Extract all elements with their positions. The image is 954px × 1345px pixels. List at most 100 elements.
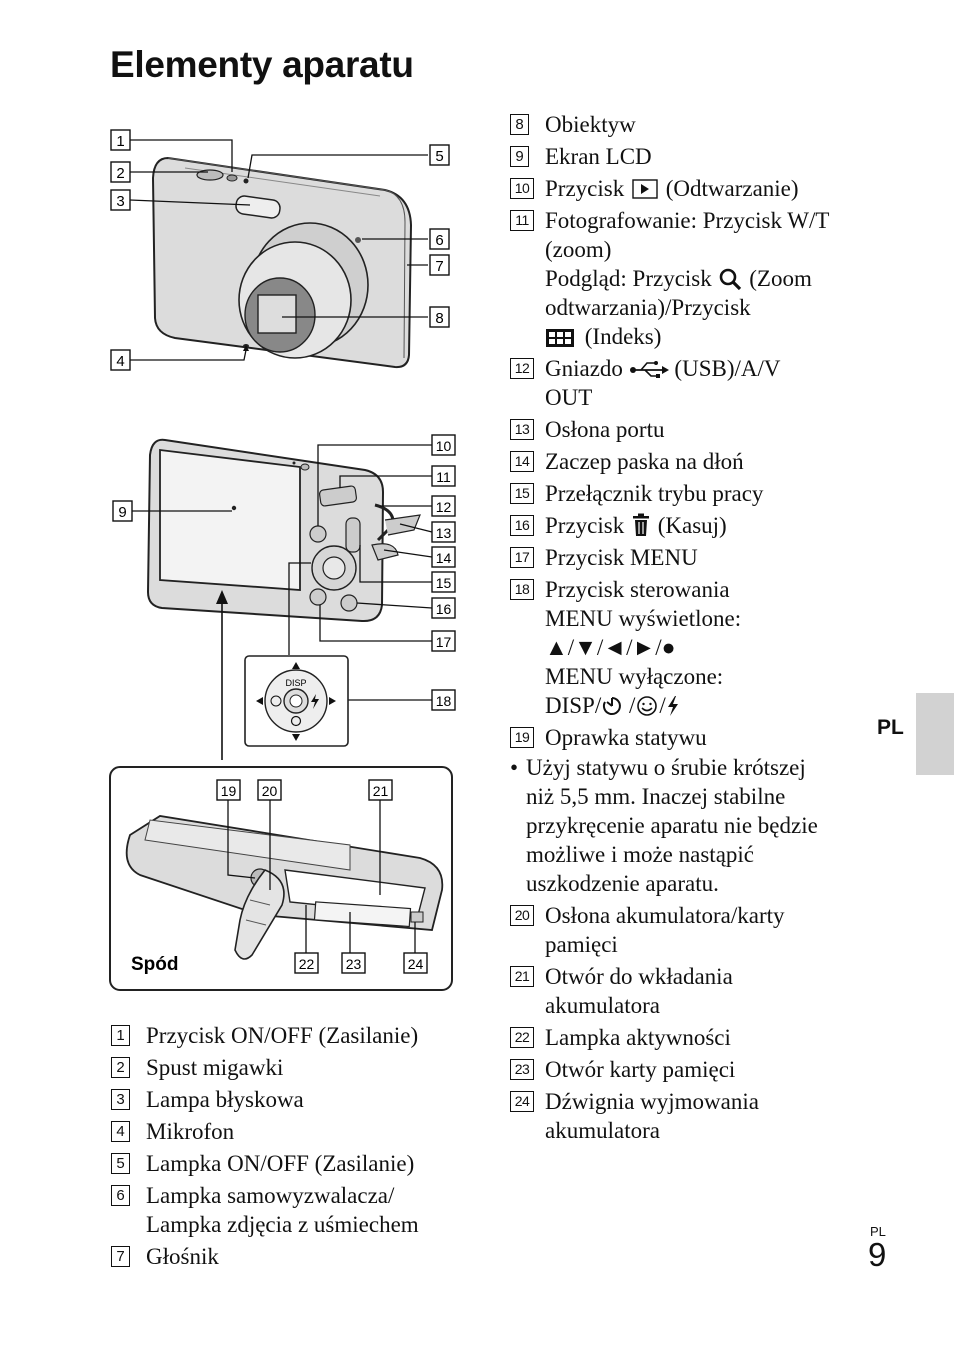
callout-8: 8: [429, 306, 450, 328]
list-item: 6 Lampka samowyzwalacza/ Lampka zdjęcia …: [111, 1181, 461, 1239]
page-title: Elementy aparatu: [110, 44, 414, 85]
list-item: 20 Osłona akumulatora/karty pamięci: [510, 901, 870, 959]
item-number: 13: [510, 419, 534, 440]
list-item: 10 Przycisk (Odtwarzanie): [510, 174, 870, 203]
svg-text:8: 8: [435, 310, 443, 327]
svg-text:23: 23: [346, 956, 362, 972]
item-number: 19: [510, 727, 534, 748]
bullet: •: [510, 755, 519, 780]
item-text: Lampka ON/OFF (Zasilanie): [146, 1151, 415, 1176]
svg-text:2: 2: [116, 165, 124, 182]
item-number: 18: [510, 579, 534, 600]
callout-3: 3: [110, 189, 131, 211]
item-text: Otwór do wkładania: [545, 964, 733, 989]
callout-2: 2: [110, 161, 131, 183]
item-text: ▲/▼/◄/►/●: [545, 635, 676, 660]
page-language: PL: [870, 1224, 886, 1239]
callout-22: 22: [294, 952, 319, 974]
tripod-note: • Użyj statywu o śrubie krótszej niż 5,5…: [510, 753, 870, 898]
page-number: 9: [868, 1236, 887, 1273]
item-number: 7: [111, 1246, 130, 1267]
item-text: Osłona akumulatora/karty: [545, 903, 785, 928]
note-text: niż 5,5 mm. Inaczej stabilne: [526, 784, 786, 809]
list-item: 21 Otwór do wkładania akumulatora: [510, 962, 870, 1020]
item-text: MENU wyświetlone:: [545, 606, 742, 631]
svg-text:DISP: DISP: [285, 678, 306, 688]
callout-12: 12: [431, 495, 456, 517]
callout-21: 21: [368, 779, 393, 801]
item-text: Lampa błyskowa: [146, 1087, 304, 1112]
item-text: Przycisk sterowania: [545, 577, 730, 602]
list-item: 11 Fotografowanie: Przycisk W/T (zoom) P…: [510, 206, 870, 351]
item-text: Podgląd: Przycisk: [545, 266, 712, 291]
callout-24: 24: [403, 952, 428, 974]
callout-13: 13: [431, 521, 456, 543]
smile-icon: [637, 696, 658, 716]
svg-text:20: 20: [262, 783, 278, 799]
list-item: 19 Oprawka statywu: [510, 723, 870, 752]
flash-icon: [667, 696, 678, 716]
self-timer-icon: [603, 697, 622, 715]
callout-14: 14: [431, 546, 456, 568]
callout-1: 1: [110, 129, 131, 151]
item-number: 11: [510, 210, 534, 231]
item-number: 10: [510, 178, 534, 199]
callout-10: 10: [431, 434, 456, 456]
svg-text:9: 9: [118, 504, 126, 521]
svg-text:22: 22: [299, 956, 315, 972]
item-text: Dźwignia wyjmowania: [545, 1089, 759, 1114]
svg-text:15: 15: [436, 575, 452, 591]
item-text: (Kasuj): [657, 513, 727, 538]
callout-16: 16: [431, 597, 456, 619]
item-text: Przycisk: [545, 176, 625, 201]
item-number: 3: [111, 1089, 130, 1110]
list-item: 24 Dźwignia wyjmowania akumulatora: [510, 1087, 870, 1145]
item-text: pamięci: [545, 932, 618, 957]
svg-text:10: 10: [436, 438, 452, 454]
svg-text:11: 11: [436, 469, 451, 485]
usb-icon: [629, 361, 669, 378]
item-number: 17: [510, 547, 534, 568]
item-number: 23: [510, 1059, 534, 1080]
item-number: 8: [510, 114, 529, 135]
item-number: 9: [510, 146, 529, 167]
item-text: Zaczep paska na dłoń: [545, 449, 744, 474]
callout-23: 23: [341, 952, 366, 974]
item-text: akumulatora: [545, 993, 660, 1018]
item-number: 12: [510, 358, 534, 379]
svg-text:21: 21: [373, 783, 389, 799]
svg-text:19: 19: [221, 783, 237, 799]
item-text: DISP/: [545, 693, 602, 718]
callout-6: 6: [429, 228, 450, 250]
svg-text:1: 1: [116, 133, 124, 150]
svg-text:24: 24: [408, 956, 424, 972]
svg-text:3: 3: [116, 193, 124, 210]
callout-19: 19: [216, 779, 241, 801]
item-text: MENU wyłączone:: [545, 664, 724, 689]
list-item: 18 Przycisk sterowania MENU wyświetlone:…: [510, 575, 870, 720]
callout-7: 7: [429, 254, 450, 276]
bottom-label: Spód: [131, 954, 179, 975]
item-text: /: [629, 693, 636, 718]
svg-text:6: 6: [435, 232, 443, 249]
item-text: OUT: [545, 385, 593, 410]
svg-text:12: 12: [436, 499, 452, 515]
camera-back-illustration: DISP 9 10 11 12 13 14 15 16 17 18: [112, 434, 456, 760]
language-tab: [916, 693, 954, 775]
item-text: (Odtwarzanie): [665, 176, 799, 201]
svg-text:18: 18: [436, 693, 452, 709]
callout-20: 20: [257, 779, 282, 801]
item-number: 5: [111, 1153, 130, 1174]
trash-icon: [632, 513, 649, 536]
item-text: Oprawka statywu: [545, 725, 707, 750]
item-text: odtwarzania)/Przycisk: [545, 295, 751, 320]
callout-15: 15: [431, 571, 456, 593]
note-text: uszkodzenie aparatu.: [526, 871, 719, 896]
item-text: (Zoom: [749, 266, 812, 291]
